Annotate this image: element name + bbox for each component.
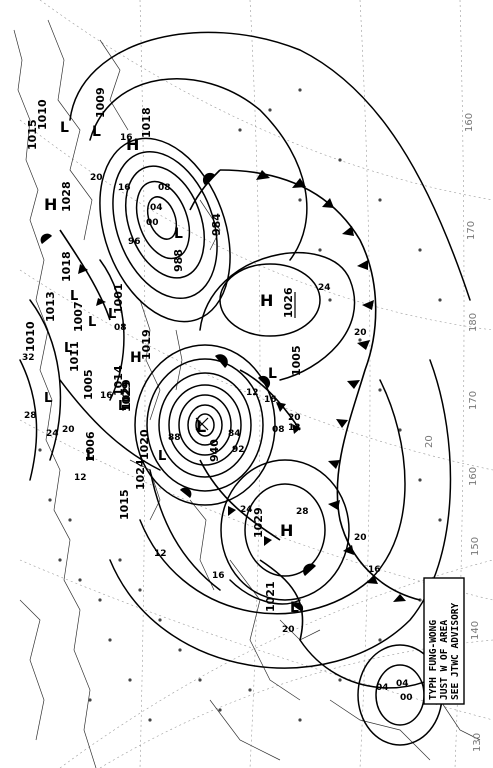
low-center-letter: L [118,399,126,414]
low-center-value: 988 [172,249,185,272]
high-center-value: 1026 [282,287,295,318]
low-center-value: 1009 [94,87,107,118]
low-center-value: 1013 [44,291,57,322]
low-center-value: 1015 [118,489,131,520]
low-center-letter: L [268,366,277,382]
advisory-line: JUST W OF AREA [439,620,450,700]
low-center-value: 1005 [290,345,303,376]
isobar-label: 16 [100,391,113,401]
isobar-label: 16 [212,571,225,581]
low-center-value: 1010 [24,321,37,352]
high-center-value: 1029 [120,381,133,412]
grid-label: 20 [424,435,435,448]
low-center-value: 1007 [72,301,85,332]
pressure-centers: H 1026 H 1029 H 1018 H 1028 H 1029 L 984… [24,87,303,616]
low-center-value: 1021 [264,581,277,612]
grid-label: 130 [472,733,483,752]
low-center-letter: L [88,315,96,330]
isobar-label: 88 [168,433,181,443]
isobar-label: 24 [318,283,331,293]
isobar-label: 16 [118,183,131,193]
high-center-value: 1029 [252,507,265,538]
high-center-value: 1028 [60,181,73,212]
isobar-label: 00 [400,693,413,703]
grid-label: 160 [464,113,475,132]
grid-label: 150 [470,537,481,556]
low-center-letter: L [44,391,52,406]
isobar-label: 04 [376,683,389,693]
isobar-label: 24 [46,429,59,439]
low-center-value: 1018 [60,251,73,282]
grid-label: 140 [470,621,481,640]
isobar-label: 20 [62,425,75,435]
low-center-value: 1014 [112,365,125,396]
isobar-label: 20 [288,413,301,423]
high-center-letter: H [280,521,293,540]
isobar-label: 20 [282,625,295,635]
station-observations [38,88,442,722]
isobar-label: 16 [264,395,277,405]
isobar-label: 20 [90,173,103,183]
low-center-value: 1001 [112,283,125,314]
low-center-value: 1010 [36,99,49,130]
low-center-letter: L [70,289,78,304]
isobar-label: 08 [272,425,285,435]
advisory-line: TYPH FUNG-WONG [428,620,439,700]
low-center-value: 1011 [68,341,81,372]
isobar-label: 24 [240,505,253,515]
isobar-label: 84 [228,429,241,439]
low-center-value: 1005 [82,369,95,400]
isobar-label: 92 [232,445,245,455]
isobar-label: 08 [114,323,127,333]
isobar-label: 32 [22,353,35,363]
isobar-label: 12 [74,473,87,483]
low-center-letter: L [174,226,183,242]
isobar-labels: 16 24 20 20 16 12 08 04 00 96 92 88 84 0… [22,133,413,703]
isobar-label: 28 [296,507,309,517]
advisory-box: TYPH FUNG-WONG JUST W OF AREA SEE JTWC A… [423,577,465,705]
low-center-value: 1020 [138,429,151,460]
isobar-label: 16 [368,565,381,575]
high-center-letter: H [130,350,142,366]
grid-label: 170 [466,221,477,240]
isobar-label: 20 [354,328,367,338]
low-center-letter: L [60,120,69,136]
isobar-label: 04 [150,203,163,213]
isobar-label: 12 [154,549,167,559]
low-center-letter: L [290,600,299,616]
isobar-label: 00 [146,218,159,228]
low-center-value: 984 [210,213,223,236]
grid-labels: 130 140 150 160 170 180 170 160 20 [424,113,483,752]
low-center-value: 1019 [140,329,153,360]
high-center-letter: H [260,291,273,310]
low-center-value: 1015 [26,119,39,150]
high-center-value: 1018 [140,107,153,138]
isobar-label: 12 [288,423,301,433]
front-symbols [40,170,406,612]
low-center-value: 940 [208,439,221,462]
low-center-letter: L [196,417,206,436]
grid-label: 180 [468,313,479,332]
low-center-value: 1024 [134,459,147,490]
low-center-letter: L [158,449,166,464]
high-center-letter: H [44,195,57,214]
isobar-label: 28 [24,411,37,421]
low-center-letter: L [64,341,72,356]
grid-label: 160 [468,467,479,486]
isobar-label: 20 [354,533,367,543]
low-center-letter: L [92,124,101,140]
isobar-label: 16 [120,133,133,143]
low-center-letter: L [108,307,116,322]
high-center-letter: H [126,135,139,154]
low-center-value: 1029 [120,379,133,410]
advisory-line: SEE JTWC ADVISORY [450,602,461,700]
isobar-label: 08 [158,183,171,193]
low-center-value: 1006 [84,431,97,462]
isobar-label: 96 [128,237,141,247]
grid-label: 170 [468,391,479,410]
low-center-letter: L [86,449,94,464]
isobar-label: 12 [246,388,259,398]
isobar-label: 04 [396,679,409,689]
